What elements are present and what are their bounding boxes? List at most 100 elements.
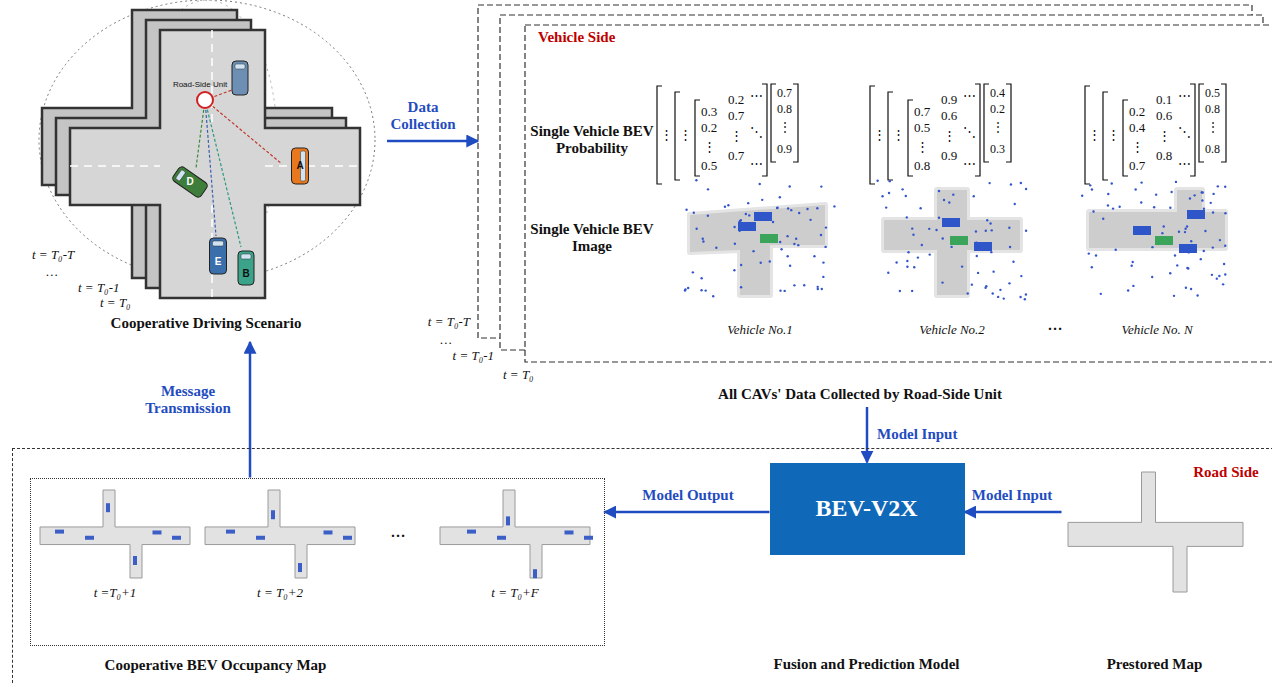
label: 0.1 [1156,93,1172,108]
label: … [440,333,452,348]
node-title: Cooperative BEV Occupancy Map [105,657,327,674]
label: Single Vehicle BEV Image [530,221,655,256]
label: ⋮ [679,128,692,143]
matrix-bracket [1006,84,1011,162]
matrix-bracket [1190,84,1195,176]
label: 0.3 [990,143,1005,157]
label: B [242,268,249,280]
vehicle [171,165,209,198]
lane-marking [265,165,360,167]
rsu-link [205,100,282,164]
label: … [1048,317,1063,334]
road-side-unit [197,92,213,108]
vehicle [232,61,248,95]
matrix-bracket [975,84,980,176]
matrix-bracket [908,100,913,176]
matrix-bracket [793,84,798,162]
label: t = T₀+F [491,586,538,601]
label: t = T₀-1 [453,349,494,364]
node-title: Vehicle Side [538,29,615,46]
label: 0.7 [1129,159,1145,174]
vehicle [238,251,254,285]
label: 0.7 [914,105,930,120]
matrix-bracket [762,84,767,176]
prestored-map [1068,472,1243,592]
node-title: Road Side [1193,464,1258,481]
label: ⋮ [703,140,716,155]
label: ⋯ [1178,89,1191,104]
edge-label: Message Transmission [138,383,238,418]
label: ⋮ [730,129,743,144]
label: 0.6 [941,109,957,124]
node-caption: All CAVs' Data Collected by Road-Side Un… [718,386,1002,403]
label: ⋮ [892,128,905,143]
road-side-panel: Road SideCooperative BEV Occupancy Map BE… [12,448,1272,685]
flow-arrow [866,407,869,463]
label: 0.8 [1205,103,1220,117]
occupancy-map [440,490,593,578]
label: ⋮ [873,128,886,143]
label: t = T₀-1 [78,281,119,296]
rsu-link [196,100,205,168]
label: ⋮ [943,129,956,144]
label: 0.7 [728,149,744,164]
bev-image [684,179,836,297]
label: 0.8 [1205,143,1220,157]
label: … [46,265,58,280]
label: 0.4 [1129,121,1145,136]
label: ⋯ [1178,157,1191,172]
model-box: BEV-V2XFusion and Prediction Model [770,463,965,555]
label: 0.5 [1205,87,1220,101]
label: 0.5 [701,159,717,174]
label: ⋮ [1107,128,1120,143]
label: 0.9 [777,143,792,157]
flow-arrow [387,140,478,143]
label: D [186,176,193,188]
bev-image [1081,181,1227,297]
label: 0.7 [777,87,792,101]
label: ⋱ [1178,125,1191,140]
label: 0.8 [914,159,930,174]
bev-image [876,180,1027,301]
label: Vehicle No. N [1121,323,1192,338]
label: ⋱ [963,125,976,140]
label: t =T₀+1 [94,586,137,601]
rsu-link [205,100,241,247]
label: t = T₀ [100,296,131,311]
label: 0.5 [914,121,930,136]
label: Vehicle No.2 [919,323,985,338]
vehicle-side-panel: Vehicle SideAll CAVs' Data Collected by … [478,5,1272,407]
occupancy-map [205,490,355,578]
label: 0.2 [1129,105,1145,120]
lane-marking [70,165,160,167]
label: ⋮ [1158,129,1171,144]
edge-label: Model Output [642,487,733,504]
label: 0.2 [701,121,717,136]
label: 0.4 [990,87,1005,101]
label: A [296,160,303,172]
vehicle [210,238,227,274]
label: ⋯ [963,157,976,172]
node-title: Cooperative Driving Scenario [111,315,302,332]
label: ⋮ [1131,140,1144,155]
label: 0.2 [990,103,1005,117]
label: … [391,524,406,541]
label: t = T₀-T [32,248,74,263]
edge-label: Data Collection [378,99,468,134]
matrix-bracket [695,100,700,176]
label: ⋱ [750,125,763,140]
flow-arrow [249,342,252,478]
label: 0.7 [728,109,744,124]
road-layer [70,30,360,298]
label: t = T₀-T [428,315,470,330]
label: ⋮ [992,121,1004,135]
occupancy-map [40,490,190,578]
label: 0.6 [1156,109,1172,124]
label: Single Vehicle BEV Probability [530,123,655,158]
matrix-bracket [1123,100,1128,176]
label: 0.9 [941,93,957,108]
label: ⋯ [750,157,763,172]
label: 0.2 [728,93,744,108]
